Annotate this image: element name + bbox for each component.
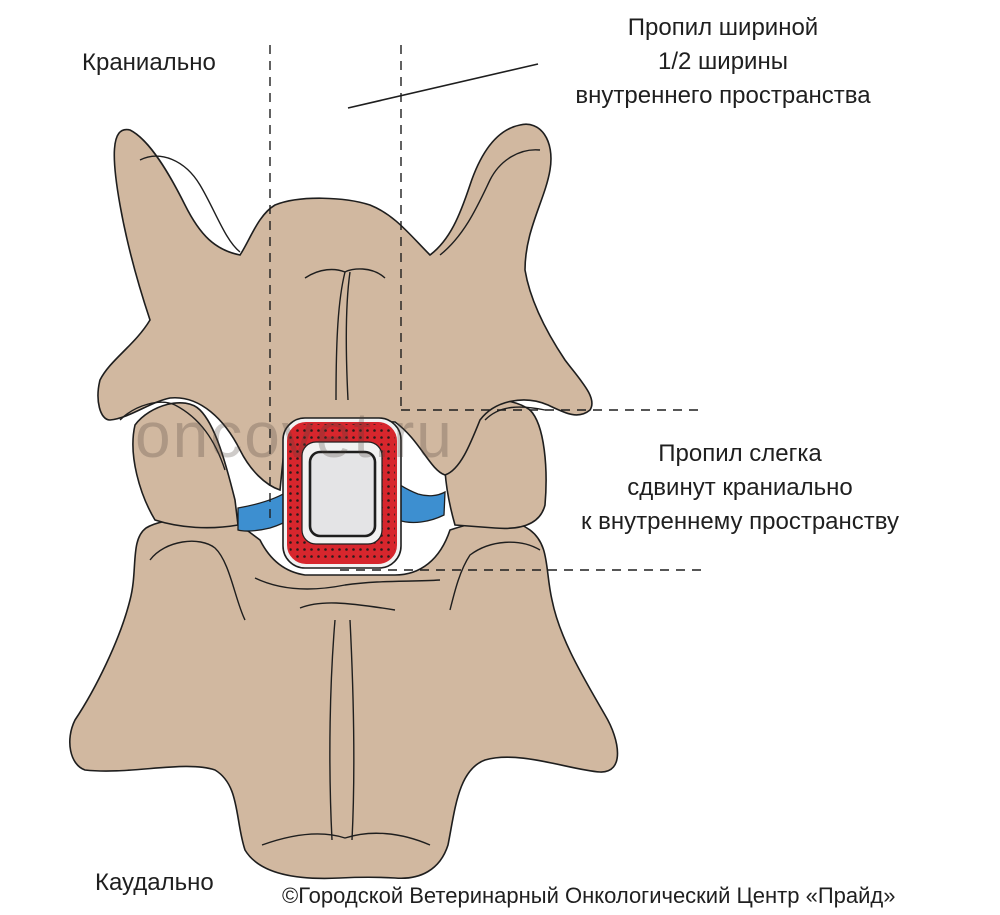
spinous-crest-stem-right [345, 271, 351, 401]
label-cut-width: Пропил шириной 1/2 ширины внутреннего пр… [548, 11, 898, 113]
watermark: oncovet.ru [135, 399, 454, 471]
spinous-crest-stem-left [335, 271, 346, 401]
cranial-vertebra [97, 123, 593, 492]
label-cut-shift-line: к внутреннему пространству [581, 508, 899, 535]
label-cut-shift-line: Пропил слегка [658, 440, 822, 467]
label-cut-shift: Пропил слегка сдвинут краниально к внутр… [550, 437, 930, 539]
implant-core [308, 450, 377, 538]
caudal-bottom-contour [261, 832, 431, 846]
caudal-left-process-line [149, 540, 246, 621]
right-transverse-inner-line [439, 149, 541, 256]
caudal-vertebra [69, 518, 619, 880]
caudal-spine-cap [299, 602, 396, 611]
label-caudal: Каудально [95, 869, 214, 896]
label-cut-width-line: 1/2 ширины [658, 48, 788, 75]
label-cranial: Краниально [82, 49, 216, 76]
caudal-right-process-line [449, 541, 541, 611]
label-cut-shift-line: сдвинут краниально [627, 474, 853, 501]
left-lamina-line [119, 401, 226, 471]
label-cut-width-line: Пропил шириной [627, 14, 819, 41]
caudal-top-contour [254, 577, 441, 590]
caudal-spine-left-line [329, 619, 336, 841]
label-cut-width-line: внутреннего пространства [575, 82, 871, 109]
right-lamina-line [484, 406, 546, 421]
left-transverse-inner-line [139, 155, 241, 253]
caudal-spine-right-line [349, 619, 355, 841]
copyright-notice: ©Городской Ветеринарный Онкологический Ц… [282, 883, 896, 908]
width-leader-line [347, 63, 539, 109]
